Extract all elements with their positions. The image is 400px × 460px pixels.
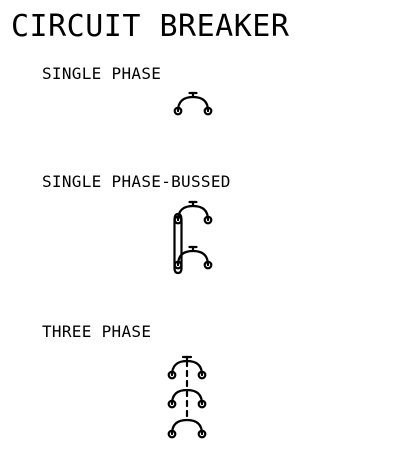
single-phase-breaker-icon — [173, 91, 213, 116]
breaker-arc — [176, 95, 210, 113]
section-label-single-phase: SINGLE PHASE — [42, 64, 162, 83]
three-phase-breaker-icon — [167, 355, 207, 439]
page-title: CIRCUIT BREAKER — [11, 9, 290, 44]
bus-bar — [173, 218, 183, 275]
terminal-left — [173, 106, 183, 116]
section-label-three-phase: THREE PHASE — [42, 322, 152, 341]
terminal-right — [203, 106, 213, 116]
breaker-arc-upper — [176, 204, 210, 222]
section-label-single-phase-bussed: SINGLE PHASE-BUSSED — [42, 172, 231, 191]
single-phase-bussed-breaker-icon — [173, 200, 213, 275]
